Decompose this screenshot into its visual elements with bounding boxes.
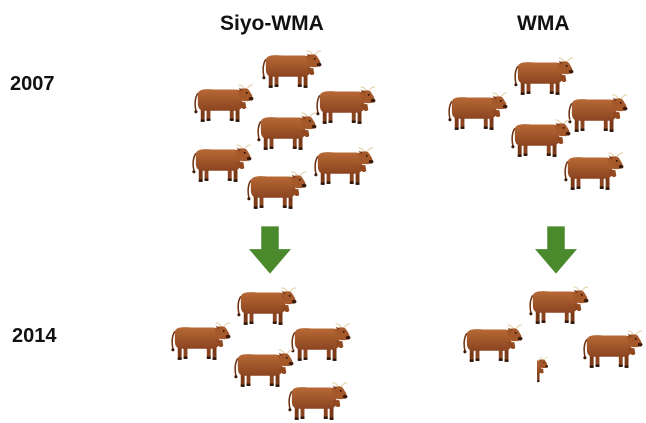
cow-icon (236, 287, 298, 327)
down-arrow-icon (535, 224, 577, 276)
column-title-wma: WMA (517, 12, 570, 35)
cow-icon (261, 50, 323, 90)
cow-icon (313, 147, 375, 187)
cow-icon (513, 57, 575, 97)
year-label-2007: 2007 (10, 73, 55, 95)
cow-icon (563, 152, 625, 192)
down-arrow-icon (249, 224, 291, 276)
cow-icon (537, 348, 575, 392)
cow-icon (528, 286, 590, 326)
year-label-2014: 2014 (12, 325, 57, 347)
cow-icon (447, 92, 509, 132)
cow-icon (287, 382, 349, 422)
cow-icon (567, 94, 629, 134)
cow-icon (170, 322, 232, 362)
cow-icon (315, 86, 377, 126)
cow-icon (246, 171, 308, 211)
cow-icon (191, 144, 253, 184)
cow-icon (256, 112, 318, 152)
cow-icon (462, 324, 524, 364)
cow-icon (582, 330, 644, 370)
cow-icon (193, 84, 255, 124)
column-title-siyo-wma: Siyo-WMA (220, 12, 324, 35)
cow-icon (233, 349, 295, 389)
cow-icon (290, 323, 352, 363)
